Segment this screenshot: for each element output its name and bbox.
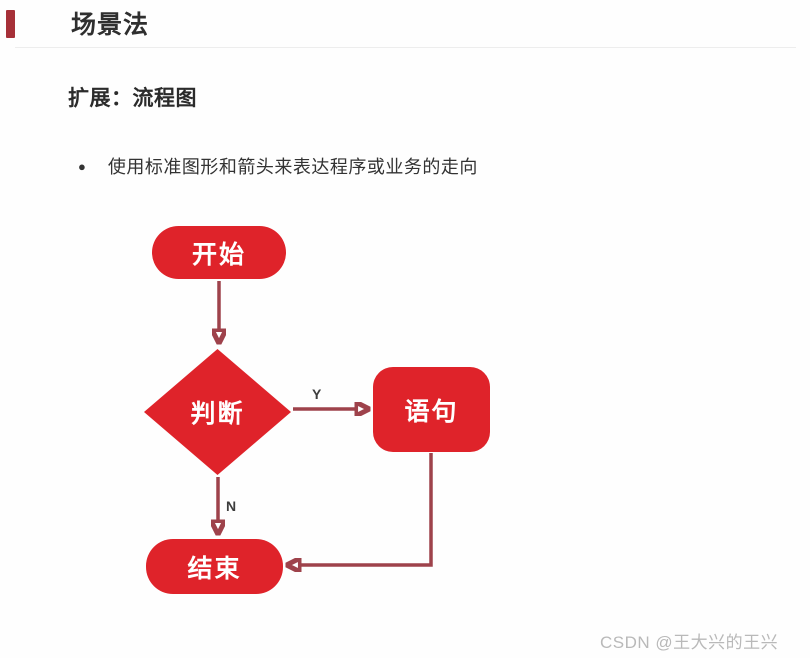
edge-label-yes: Y — [312, 386, 322, 402]
flowchart-node-statement: 语句 — [373, 367, 490, 452]
flowchart-node-decision: 判断 — [144, 349, 291, 475]
flowchart-node-start: 开始 — [152, 226, 286, 279]
flowchart-node-end: 结束 — [146, 539, 283, 594]
edge-label-no: N — [226, 498, 237, 514]
flowchart-node-statement-label: 语句 — [404, 397, 459, 426]
flowchart-node-end-label: 结束 — [187, 554, 242, 583]
section-subtitle: 扩展：流程图 — [68, 87, 197, 110]
edge-statement-to-end — [299, 453, 433, 565]
bullet-text: 使用标准图形和箭头来表达程序或业务的走向 — [107, 157, 478, 177]
page-title: 场景法 — [71, 11, 150, 39]
flowchart-node-start-label: 开始 — [191, 240, 246, 269]
bullet-item: ● 使用标准图形和箭头来表达程序或业务的走向 — [78, 153, 478, 179]
bullet-icon: ● — [78, 158, 86, 174]
watermark: CSDN @王大兴的王兴 — [600, 633, 779, 652]
title-accent-bar — [6, 10, 15, 38]
flowchart-node-decision-label: 判断 — [190, 400, 245, 428]
title-divider — [15, 47, 796, 48]
